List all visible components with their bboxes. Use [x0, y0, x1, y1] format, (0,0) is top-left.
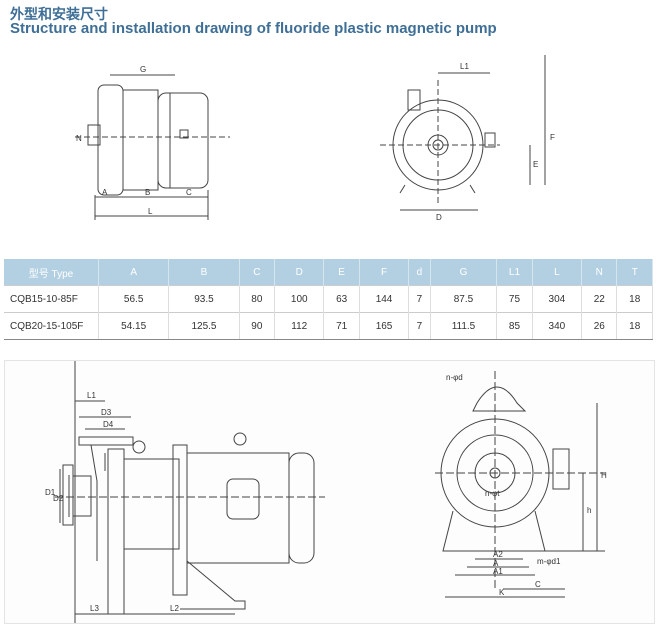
value-cell: 7: [408, 312, 431, 340]
value-cell: 304: [532, 285, 583, 313]
label-l2: L2: [170, 604, 179, 613]
title-chinese: 外型和安装尺寸: [10, 6, 108, 22]
label-k: K: [499, 588, 505, 597]
value-cell: 54.15: [98, 312, 170, 340]
label-c: C: [535, 580, 541, 589]
col-type: 型号 Type: [4, 259, 99, 286]
dimension-table: 型号 Type A B C D E F d G L1 L N T CQB15-1…: [4, 259, 653, 340]
label-n: N: [76, 134, 82, 143]
top-drawings: G N A B C L L1 F E D: [75, 55, 555, 222]
label-m-phi-d1: m-φd1: [537, 557, 561, 566]
front-view-large: n-φd n-φt H h A2 A A1 m-φd1 C K: [435, 371, 607, 598]
value-cell: 111.5: [430, 312, 498, 340]
col-e: E: [323, 259, 360, 286]
label-h-upper: H: [601, 471, 607, 480]
label-n-phi-d: n-φd: [446, 373, 463, 382]
col-c: C: [239, 259, 276, 286]
value-cell: 56.5: [98, 285, 170, 313]
col-f: F: [359, 259, 410, 286]
label-n-phi-t: n-φt: [485, 489, 500, 498]
col-b: B: [168, 259, 240, 286]
col-l1: L1: [496, 259, 533, 286]
side-view-large: L1 D3 D4 D1 D2 L3 L2: [45, 361, 325, 629]
label-a2: A2: [493, 550, 503, 559]
bottom-drawing-panel: L1 D3 D4 D1 D2 L3 L2: [4, 360, 655, 629]
value-cell: 340: [532, 312, 583, 340]
table-header-row: 型号 Type A B C D E F d G L1 L N T: [4, 259, 653, 286]
value-cell: 112: [274, 312, 325, 340]
value-cell: 165: [359, 312, 410, 340]
col-t: T: [616, 259, 653, 286]
col-d-small: d: [408, 259, 431, 286]
value-cell: 22: [581, 285, 618, 313]
value-cell: 63: [323, 285, 360, 313]
label-d3: D3: [101, 408, 112, 417]
label-e: E: [533, 160, 538, 169]
label-d2: D2: [53, 494, 64, 503]
col-g: G: [430, 259, 498, 286]
value-cell: 100: [274, 285, 325, 313]
label-b: B: [145, 188, 150, 197]
value-cell: 85: [496, 312, 533, 340]
front-view-small: L1 F E D: [380, 55, 555, 222]
value-cell: 7: [408, 285, 431, 313]
label-d: D: [436, 213, 442, 222]
label-a1: A1: [493, 567, 503, 576]
col-l: L: [532, 259, 583, 286]
value-cell: 87.5: [430, 285, 498, 313]
label-f: F: [550, 133, 555, 142]
value-cell: 18: [616, 312, 653, 340]
value-cell: 18: [616, 285, 653, 313]
label-h-lower: h: [587, 506, 591, 515]
label-l1: L1: [87, 391, 96, 400]
title-english: Structure and installation drawing of fl…: [10, 20, 497, 37]
value-cell: 80: [239, 285, 276, 313]
label-a: A: [102, 188, 108, 197]
value-cell: 75: [496, 285, 533, 313]
label-g: G: [140, 65, 146, 74]
col-d: D: [274, 259, 325, 286]
bottom-drawings: L1 D3 D4 D1 D2 L3 L2: [45, 361, 607, 629]
label-a: A: [493, 559, 499, 568]
label-c: C: [186, 188, 192, 197]
model-cell: CQB15-10-85F: [4, 285, 99, 313]
label-l3: L3: [90, 604, 99, 613]
value-cell: 144: [359, 285, 410, 313]
value-cell: 90: [239, 312, 276, 340]
label-l1: L1: [460, 62, 469, 71]
col-n: N: [581, 259, 618, 286]
value-cell: 125.5: [168, 312, 240, 340]
label-d1: D1: [45, 488, 56, 497]
col-a: A: [98, 259, 170, 286]
value-cell: 26: [581, 312, 618, 340]
value-cell: 71: [323, 312, 360, 340]
value-cell: 93.5: [168, 285, 240, 313]
label-d4: D4: [103, 420, 114, 429]
model-cell: CQB20-15-105F: [4, 312, 99, 340]
label-l: L: [148, 207, 153, 216]
side-view-small: G N A B C L: [75, 65, 230, 220]
